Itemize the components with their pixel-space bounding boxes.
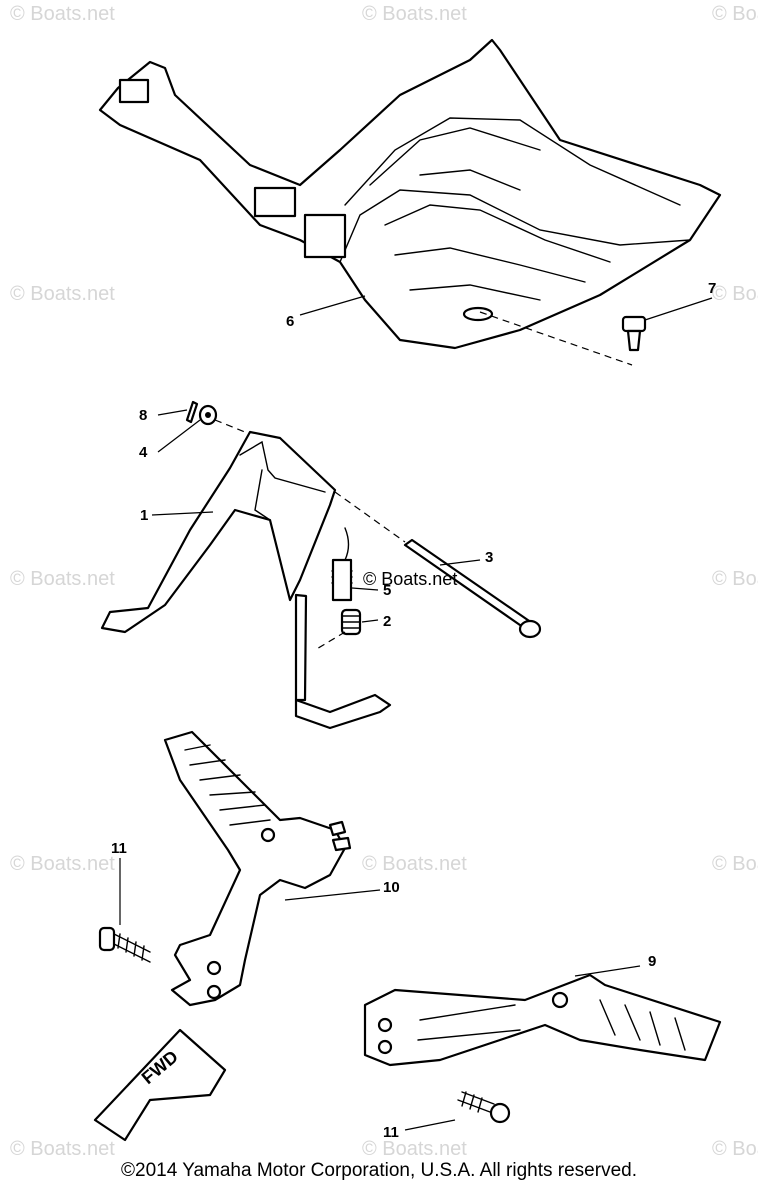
part-10-pedal-bracket	[163, 730, 352, 1007]
callout-1: 1	[140, 507, 148, 524]
callout-10: 10	[383, 879, 400, 896]
callout-11: 11	[383, 1124, 399, 1141]
part-4-washer	[198, 404, 218, 426]
center-watermark: © Boats.net	[363, 569, 457, 589]
assembly-line	[479, 311, 633, 366]
callout-4: 4	[139, 444, 148, 461]
watermark: © Boats.net	[362, 853, 467, 875]
watermark: © Boats.net	[362, 3, 467, 25]
watermark: © Boats.net	[10, 568, 115, 590]
part-5-spring	[331, 527, 353, 602]
assembly-line	[334, 491, 406, 543]
assembly-line	[214, 419, 266, 441]
watermark: © Boats.net	[362, 1138, 467, 1160]
watermark: © Boats.net	[712, 853, 758, 875]
watermark: © Boats.net	[712, 1138, 758, 1160]
callout-9: 9	[648, 953, 656, 970]
watermark-layer: © Boats.net © Boats.net © Boats.net © Bo…	[10, 3, 758, 1160]
leader-lines	[119, 295, 713, 1131]
watermark: © Boats.net	[712, 568, 758, 590]
watermark: © Boats.net	[712, 3, 758, 25]
watermark: © Boats.net	[712, 283, 758, 305]
part-6-floor-cover	[98, 38, 722, 350]
part-7-bolt	[621, 315, 647, 352]
part-11-bolt-left	[98, 926, 151, 963]
part-2-bushing	[340, 608, 362, 636]
watermark: © Boats.net	[10, 283, 115, 305]
copyright-notice: ©2014 Yamaha Motor Corporation, U.S.A. A…	[121, 1160, 637, 1181]
callout-7: 7	[708, 280, 716, 297]
part-1-main-stand	[100, 430, 392, 730]
callout-2: 2	[383, 613, 391, 630]
watermark: © Boats.net	[10, 853, 115, 875]
watermark: © Boats.net	[10, 3, 115, 25]
callouts: 6 7 8 4 1 3 5 2 10 11 9 11 © Boats.net	[111, 280, 716, 1141]
part-3-pivot-shaft	[403, 538, 542, 639]
mount-bracket	[253, 186, 297, 218]
fwd-marker: FWD	[93, 1028, 227, 1142]
callout-6: 6	[286, 313, 294, 330]
callout-5: 5	[383, 582, 391, 599]
assembly-line	[314, 631, 346, 651]
mount-tab	[118, 78, 150, 104]
screw-hole	[462, 306, 494, 322]
mount-bracket	[303, 213, 347, 259]
callout-11: 11	[111, 840, 127, 857]
callout-3: 3	[485, 549, 493, 566]
part-8-cotter-pin	[185, 400, 199, 424]
part-9-footrest	[363, 973, 722, 1067]
callout-8: 8	[139, 407, 147, 424]
part-11-bolt-bottom	[457, 1091, 511, 1124]
watermark: © Boats.net	[10, 1138, 115, 1160]
